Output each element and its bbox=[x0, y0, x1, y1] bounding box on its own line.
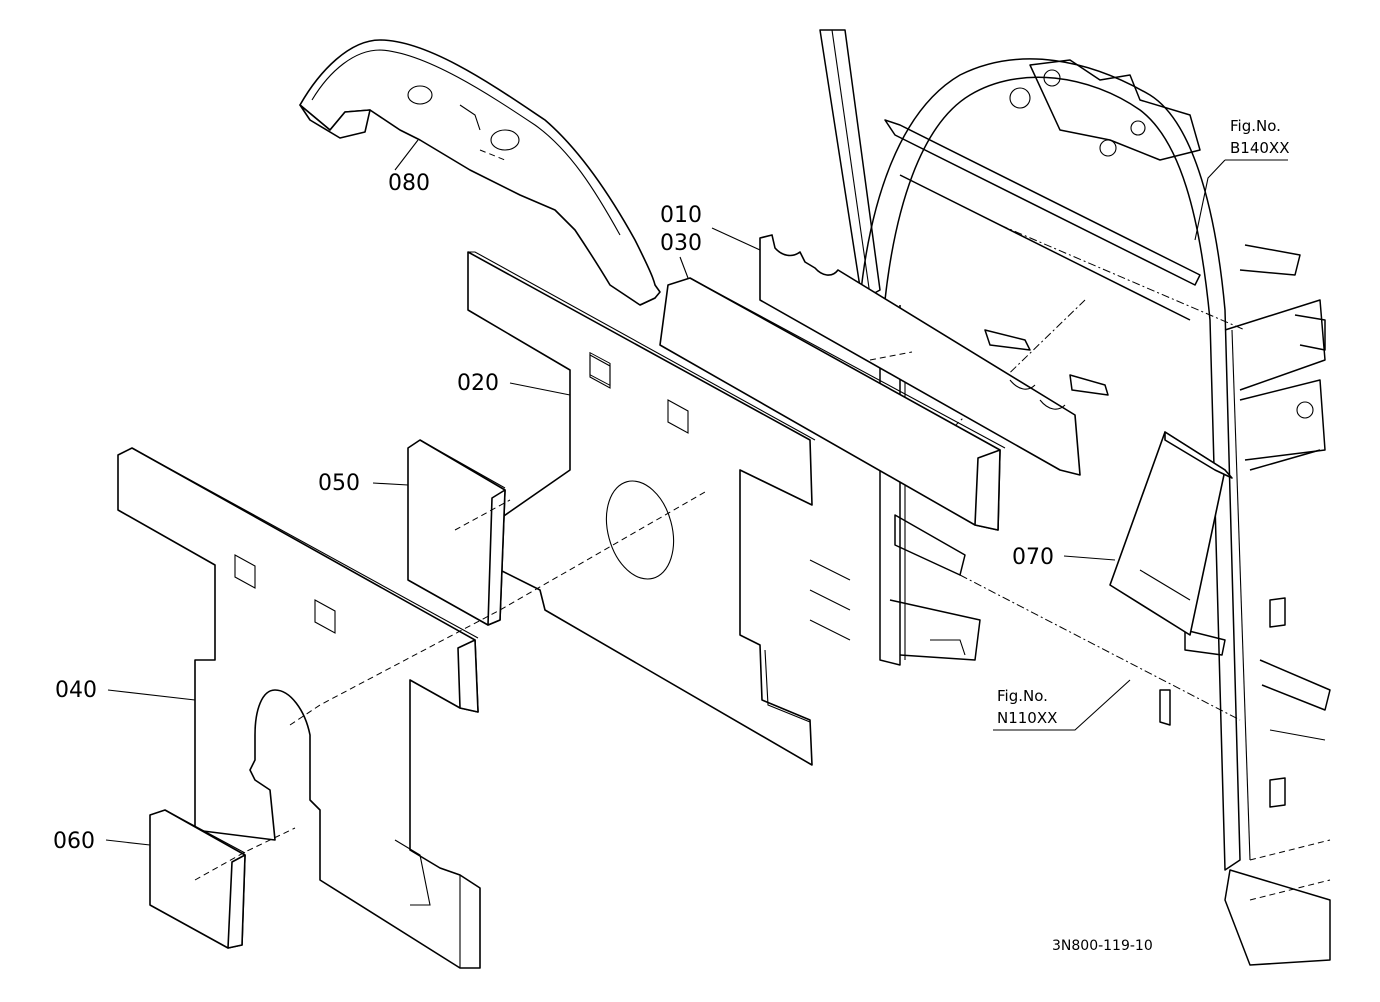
part-020-insulation-sheet bbox=[467, 251, 851, 766]
figure-reference-lower: Fig.No. N110XX bbox=[997, 687, 1057, 727]
part-030-foam-block bbox=[659, 277, 1006, 531]
callout-070: 070 bbox=[1012, 545, 1054, 570]
part-040-front-foam bbox=[117, 447, 706, 969]
callout-labels: 080 010 030 020 050 070 040 060 bbox=[53, 171, 1054, 854]
callout-020: 020 bbox=[457, 371, 499, 396]
callout-030: 030 bbox=[660, 231, 702, 256]
part-050-pad bbox=[407, 439, 511, 626]
figref-lower-line1: Fig.No. bbox=[997, 687, 1048, 705]
machine-frame bbox=[819, 29, 1331, 966]
callout-050: 050 bbox=[318, 471, 360, 496]
part-010-plate bbox=[759, 234, 1081, 476]
part-060-small-block bbox=[149, 809, 296, 949]
callout-040: 040 bbox=[55, 678, 97, 703]
part-070-side-block bbox=[1109, 431, 1233, 636]
figref-upper-line2: B140XX bbox=[1230, 139, 1289, 157]
callout-080: 080 bbox=[388, 171, 430, 196]
drawing-number: 3N800-119-10 bbox=[1052, 938, 1153, 954]
callout-010: 010 bbox=[660, 203, 702, 228]
part-080-grip bbox=[299, 39, 661, 306]
figure-reference-upper: Fig.No. B140XX bbox=[1230, 117, 1289, 157]
figref-upper-line1: Fig.No. bbox=[1230, 117, 1281, 135]
figref-lower-line2: N110XX bbox=[997, 709, 1057, 727]
callout-060: 060 bbox=[53, 829, 95, 854]
callout-leaders bbox=[105, 159, 1288, 846]
